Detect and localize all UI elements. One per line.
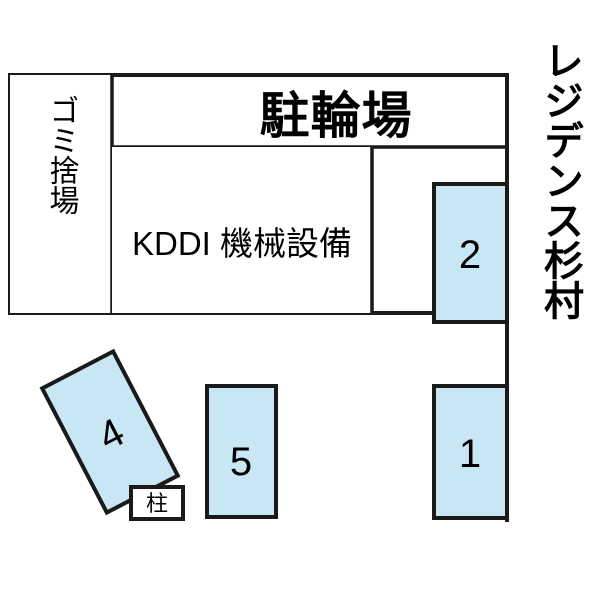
parking-stall-1[interactable]: 1 [432, 384, 509, 520]
parking-stall-5-label: 5 [230, 440, 252, 484]
building-name-label: レジデンス杉村 [538, 40, 584, 320]
pillar-legend: 柱 [129, 485, 185, 521]
parking-stall-5-shape[interactable] [205, 384, 278, 519]
room-gomi-suteba: ゴミ捨場 [10, 75, 114, 313]
parking-stall-2-label: 2 [459, 233, 481, 277]
room-gomi-fill [10, 75, 112, 313]
parking-stall-2[interactable]: 2 [432, 182, 509, 324]
pillar-legend-label: 柱 [146, 491, 168, 516]
pillar-legend-box [129, 485, 185, 521]
room-kddi-label: KDDI 機械設備 [132, 225, 352, 262]
room-kddi-fill [112, 147, 372, 313]
parking-stall-2-shape[interactable] [432, 182, 509, 324]
parking-stall-1-shape[interactable] [432, 384, 509, 520]
parking-stall-1-label: 1 [459, 432, 481, 476]
parking-stall-5[interactable]: 5 [205, 384, 278, 519]
plan-title: 駐輪場 [260, 88, 413, 144]
room-kddi: KDDI 機械設備 [112, 147, 374, 313]
room-gomi-label: ゴミ捨場 [45, 95, 79, 215]
